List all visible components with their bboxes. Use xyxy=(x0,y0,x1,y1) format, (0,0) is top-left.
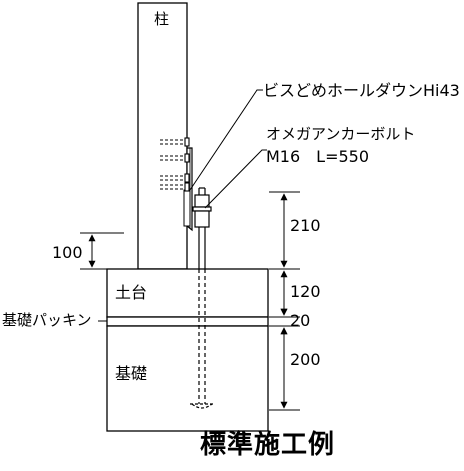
screw-group xyxy=(160,137,190,192)
packing-layer xyxy=(106,316,269,327)
dim-label-200: 200 xyxy=(290,350,321,369)
right-extension-lines xyxy=(269,191,300,411)
diagram-title: 標準施工例 xyxy=(200,430,336,460)
packing-label: 基礎パッキン xyxy=(2,311,92,329)
dim-label-210: 210 xyxy=(290,216,321,235)
anchor-bolt xyxy=(190,187,214,409)
sill-label: 土台 xyxy=(115,283,148,302)
sill-outline xyxy=(106,268,269,318)
dim-label-120: 120 xyxy=(290,282,321,301)
anchor-label-line1: オメガアンカーボルト xyxy=(266,125,416,143)
left-extension-lines xyxy=(80,232,124,270)
column-label: 柱 xyxy=(154,10,170,28)
dim-label-100: 100 xyxy=(52,243,83,262)
column-outline xyxy=(137,2,188,270)
holdown-label: ビスどめホールダウンHi43 xyxy=(263,81,460,100)
holdown-leader xyxy=(189,89,263,191)
foundation-outline xyxy=(106,325,269,432)
anchor-label-line2: M16 L=550 xyxy=(266,147,370,166)
foundation-label: 基礎 xyxy=(115,364,148,383)
dim-label-20: 20 xyxy=(290,311,311,330)
anchor-leader xyxy=(204,149,267,209)
